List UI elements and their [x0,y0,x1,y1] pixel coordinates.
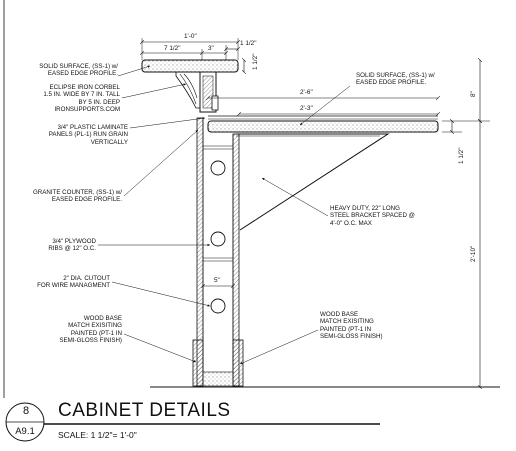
dim-counter-height: 2'-10" [470,245,477,262]
dim-top-mid: 3" [208,45,214,52]
wire-cutout [210,298,226,314]
wood-base-right [232,339,244,387]
dim-counter-2-6: 2'-6" [300,89,313,96]
detail-number: 8 [22,405,30,417]
sheet-number: A9.1 [15,426,35,437]
wire-cutout [210,231,226,247]
note-solid-surface-top: SOLID SURFACE, (SS-1) w/EASED EDGE PROFI… [39,63,118,78]
dim-cutout: 5" [214,277,220,284]
dim-upper-height: 8" [470,91,477,97]
steel-bracket [236,133,390,231]
iron-corbel [175,71,201,109]
dim-top-overall: 1'-0" [184,33,197,40]
wood-base-left [192,339,204,387]
upper-solid-surface-top [141,59,239,73]
wire-cutout [210,160,226,176]
note-solid-surface-counter: SOLID SURFACE, (SS-1) w/EASED EDGE PROFI… [356,72,435,87]
dim-counter-thickness: 1 1/2" [458,147,465,164]
dim-counter-2-3: 2'-3" [300,105,313,112]
drawing-scale: SCALE: 1 1/2"= 1'-0" [58,430,137,440]
note-granite-counter: GRANITE COUNTER, (SS-1) w/EASED EDGE PRO… [32,189,122,204]
dim-top-left: 7 1/2" [164,45,181,52]
dim-top-right: 1 1/2" [240,40,257,47]
lower-counter-slab [207,120,439,133]
dim-top-thickness: 1 1/2" [252,53,259,70]
drawing-title: CABINET DETAILS [58,400,231,421]
